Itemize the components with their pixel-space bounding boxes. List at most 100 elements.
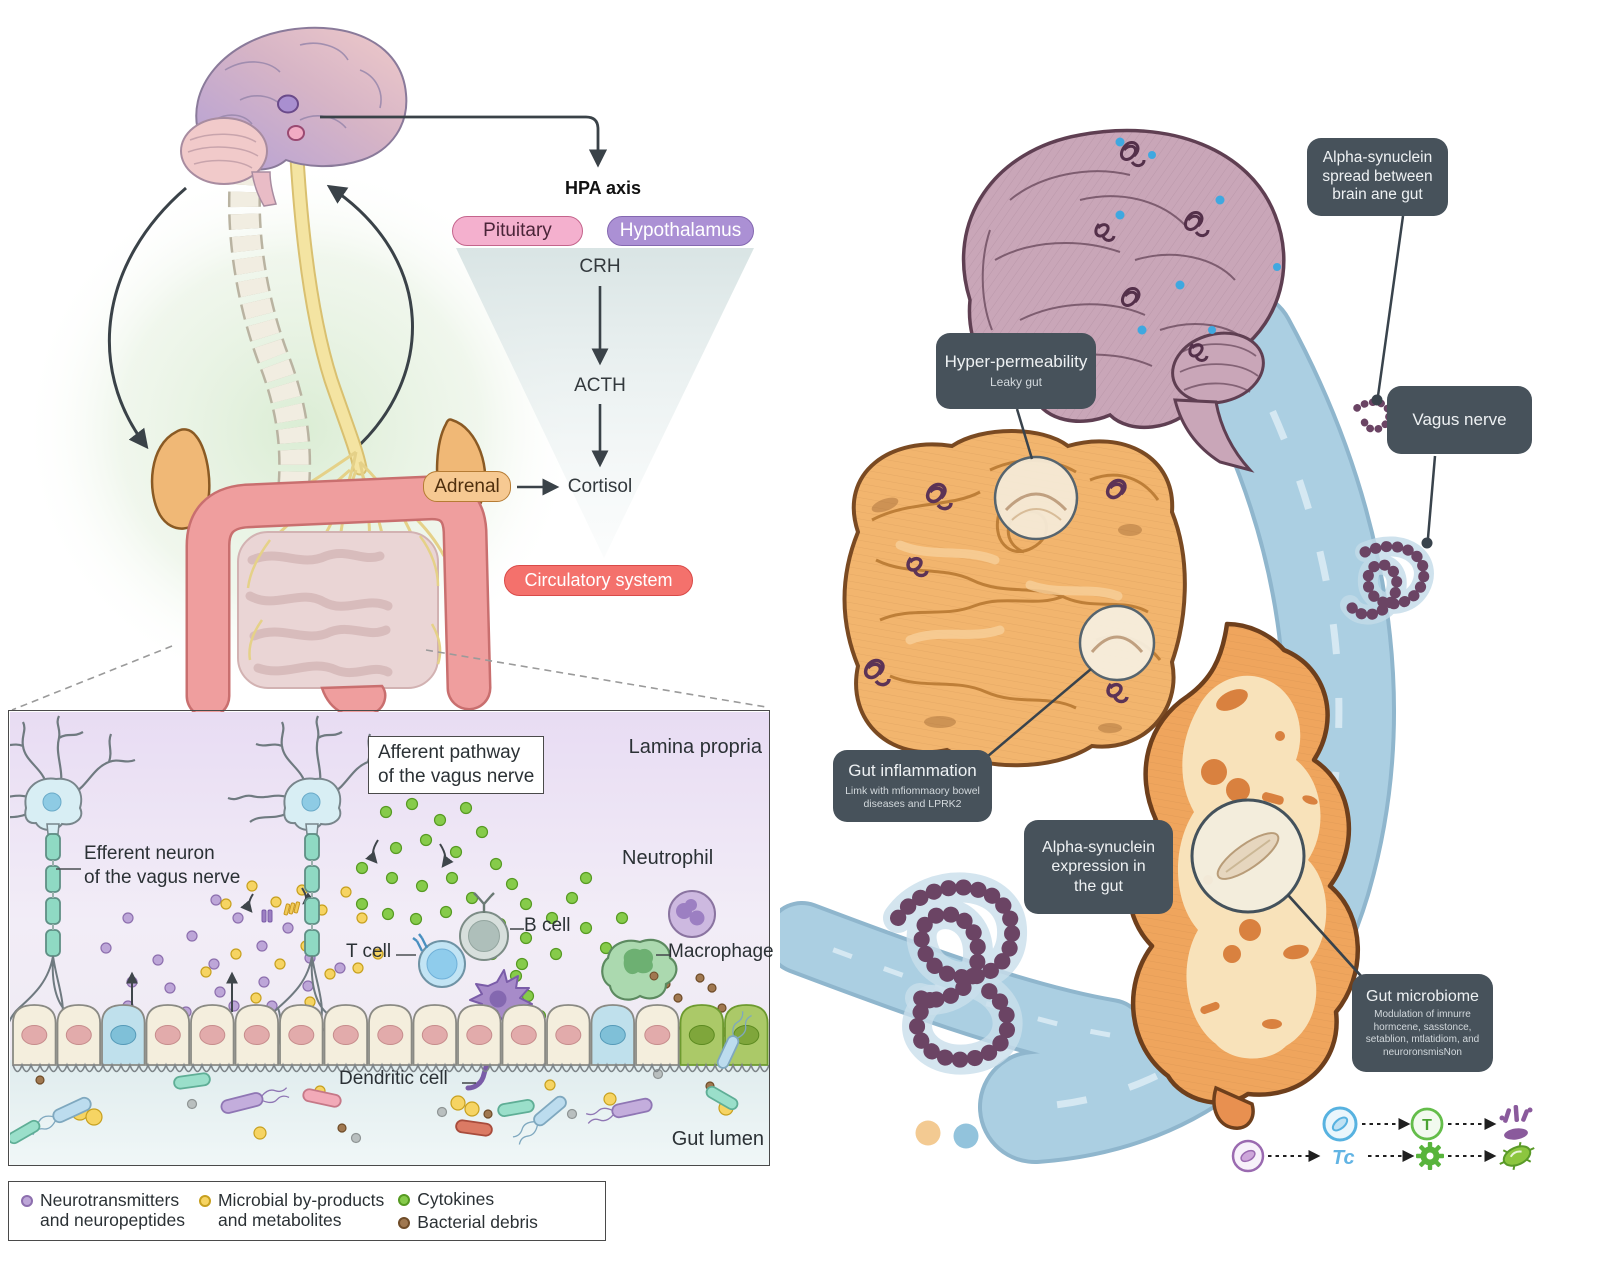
antigen-cell-icon [1231, 1139, 1265, 1173]
cell-nucleus [20, 1024, 47, 1045]
bacterial-debris-dot [706, 982, 717, 993]
callout-title: Alpha-synuclein spread between brain ane… [1322, 148, 1433, 204]
cell-nucleus [421, 1024, 448, 1045]
cytokine-dot [445, 871, 458, 884]
alpha-synuclein-squiggles-brain [1094, 141, 1210, 362]
bacterium-body [9, 1119, 40, 1144]
neurotransmitter-dot [281, 921, 294, 934]
alpha-synuclein-squiggles-gut [863, 478, 1129, 704]
hpa-axis-title: HPA axis [564, 178, 642, 198]
b-cell-label: B cell [524, 915, 571, 936]
metabolite-dot [219, 897, 232, 910]
spine-illustration [228, 168, 312, 486]
pituitary-pill: Pituitary [452, 216, 583, 246]
brain-gyri-right [981, 170, 1249, 367]
metabolite-dot [269, 895, 282, 908]
metabolite-dot [449, 1094, 466, 1111]
cytokine-dot [381, 907, 394, 920]
neurotransmitter-dot [301, 979, 314, 992]
bacterial-debris-dot [672, 992, 683, 1003]
dendritic-cell-label: Dendritic cell [339, 1068, 448, 1089]
cytokine-dot-icon [398, 1193, 411, 1206]
metabolite-dot [463, 1100, 480, 1117]
tcr-receptor [411, 932, 428, 952]
bacterium-body [610, 1097, 653, 1118]
bacterium-body [716, 1034, 739, 1069]
gray-particle-dot [566, 1108, 577, 1119]
callout-title: Alpha-synuclein expression in the gut [1042, 838, 1155, 895]
metabolite-dot [84, 1107, 103, 1126]
macrophage-cell [600, 938, 677, 1001]
metabolite-dot [252, 1125, 267, 1140]
microbial-byproduct-dot-icon [198, 1195, 211, 1208]
t-cell-label: T cell [346, 941, 392, 962]
cell-nucleus [554, 1024, 581, 1045]
cell-nucleus [688, 1024, 715, 1045]
neurotransmitter-dot [163, 981, 176, 994]
mucosa-panel-frame [8, 710, 770, 1166]
gray-particle-dot [350, 1132, 361, 1143]
cytokine-dot [419, 833, 432, 846]
callout-lines [987, 215, 1437, 977]
metabolite-dot [371, 947, 384, 960]
brain-illustration [180, 26, 408, 207]
cytokine-dot [549, 947, 562, 960]
legend-item-bacterial-debris: Bacterial debris [398, 1212, 538, 1233]
bacterium-body [496, 1098, 535, 1117]
callout-gut-microbiome: Gut microbiome Modulation of imnurre hor… [1352, 974, 1493, 1072]
magnifier-circle-leaky-gut [993, 455, 1079, 541]
bacterium [512, 1095, 567, 1145]
bacterium [9, 1119, 40, 1144]
neurotransmitter-dot [333, 961, 346, 974]
legend-label: Microbial by-products and metabolites [217, 1190, 385, 1230]
cytokine-dot [459, 801, 472, 814]
flagella-icon [737, 1014, 752, 1038]
cytokine-dot [519, 897, 532, 910]
hpa-cascade-arrows [517, 286, 609, 496]
cytokine-dot [439, 905, 452, 918]
flagella-icon [585, 1107, 612, 1115]
legend-item-neurotransmitters: Neurotransmitters and neuropeptides [21, 1191, 185, 1230]
magnifier-circle-microbiome [1190, 798, 1306, 914]
callout-hyper-permeability: Hyper-permeability Leaky gut [936, 333, 1096, 409]
metabolite-dot [245, 879, 258, 892]
bacterium [28, 1096, 92, 1135]
bacterium [496, 1098, 535, 1117]
pathway-icons: T Tc [915, 1104, 1535, 1173]
cell-nucleus [599, 1024, 626, 1045]
acth-label: ACTH [574, 375, 626, 396]
bacterium [585, 1097, 653, 1124]
zoom-dashed-lines [11, 645, 767, 711]
gut-contents [1200, 689, 1318, 1029]
cell-nucleus [287, 1024, 314, 1045]
bacterium [220, 1086, 289, 1114]
callout-title: Gut inflammation [848, 761, 977, 780]
cerebellum [180, 117, 268, 185]
bacterium-body [172, 1071, 211, 1090]
cytokine-dot [519, 931, 532, 944]
neurotransmitter-dot [209, 893, 222, 906]
efferent-neuron-label: Efferent neuron of the vagus nerve [84, 843, 241, 888]
bacterium [172, 1071, 211, 1090]
neutrophil-cell [667, 889, 716, 938]
macrophage-label: Macrophage [668, 941, 774, 962]
metabolite-dot [199, 965, 212, 978]
lamina-propria-label: Lamina propria [628, 736, 762, 758]
cortisol-label: Cortisol [567, 476, 633, 497]
colon-illustration [185, 475, 492, 719]
cell-nucleus [198, 1024, 225, 1045]
pituitary-dot [287, 125, 305, 141]
cell-nucleus [243, 1024, 270, 1045]
road-lane-dashes [801, 935, 1111, 1038]
cytokine-dot [379, 805, 392, 818]
brain-to-hpa-arrow [320, 115, 608, 168]
flagella-icon [518, 1124, 538, 1145]
flagella-icon [512, 1120, 534, 1138]
metabolite-dot [602, 1091, 617, 1106]
circulatory-system-pill: Circulatory system [504, 565, 693, 596]
cell-nucleus [643, 1024, 670, 1045]
cell-nucleus [332, 1024, 359, 1045]
t-cell-icon: T [1410, 1107, 1444, 1141]
neurotransmitter-dot [121, 911, 134, 924]
